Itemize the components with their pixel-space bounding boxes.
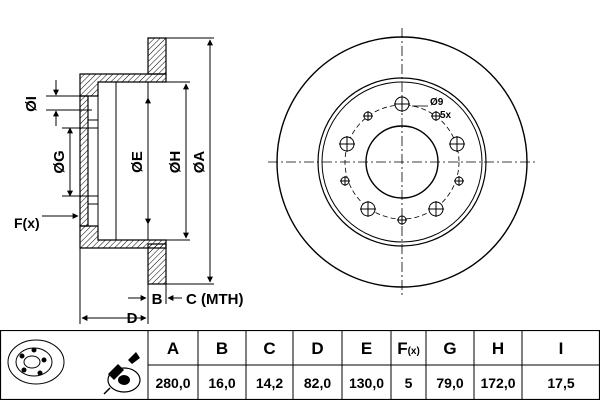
section-outline-top <box>147 37 167 75</box>
table-header-cell: F(x) <box>397 339 420 358</box>
label-diam-a: ØA <box>191 151 208 174</box>
table-value-cell: 16,0 <box>208 375 235 391</box>
brake-disc-icon <box>7 339 65 385</box>
table-header-cell: G <box>443 339 456 358</box>
hat-bottom <box>79 225 167 249</box>
table-header-cell: C <box>263 339 275 358</box>
table-value-cell: 82,0 <box>304 375 331 391</box>
disc-outer-edge <box>276 36 528 288</box>
label-f-x: F(x) <box>14 215 40 231</box>
hat-flange <box>79 95 89 227</box>
brake-disc-technical-drawing: ØI ØG ØE ØH ØA F(x) B C (MTH) D <box>14 28 536 327</box>
front-view: Ø9 5x <box>268 28 536 298</box>
label-d: D <box>127 310 138 327</box>
label-b: B <box>152 291 163 308</box>
table-value-cell: 17,5 <box>547 375 574 391</box>
table-value-cell: 5 <box>405 375 413 391</box>
disc-ready-to-fit-icon <box>103 352 141 395</box>
label-diam-i: ØI <box>23 96 40 112</box>
hole-diameter-label: Ø9 <box>430 97 444 108</box>
label-diam-e: ØE <box>129 151 146 173</box>
label-diam-h: ØH <box>167 151 184 174</box>
bolt-holes <box>339 96 465 217</box>
spec-table: A B C D E F(x) G H I 280,0 16,0 14,2 82,0 130,0 5 79,0… <box>0 330 600 400</box>
hat-top <box>79 73 167 97</box>
table-header-cell: B <box>216 339 228 358</box>
table-header-cell: E <box>361 339 372 358</box>
table-header-cell: I <box>559 339 564 358</box>
table-header-cell: A <box>167 339 179 358</box>
section-view: ØI ØG ØE ØH ØA F(x) B C (MTH) D <box>14 37 243 327</box>
table-value-cell: 79,0 <box>436 375 463 391</box>
center-bore <box>365 125 439 199</box>
hat-outer-edge <box>317 77 487 247</box>
table-value-cell: 14,2 <box>256 375 283 391</box>
section-outline-bottom <box>147 243 167 285</box>
pilot-holes <box>340 111 464 225</box>
table-value-cell: 172,0 <box>480 375 515 391</box>
label-c-mth: C (MTH) <box>186 291 243 308</box>
label-diam-g: ØG <box>51 150 68 173</box>
hole-count-label: 5x <box>440 110 452 121</box>
table-header-cell: D <box>311 339 323 358</box>
table-value-cell: 280,0 <box>155 375 190 391</box>
table-value-cell: 130,0 <box>349 375 384 391</box>
table-header-cell: H <box>492 339 504 358</box>
